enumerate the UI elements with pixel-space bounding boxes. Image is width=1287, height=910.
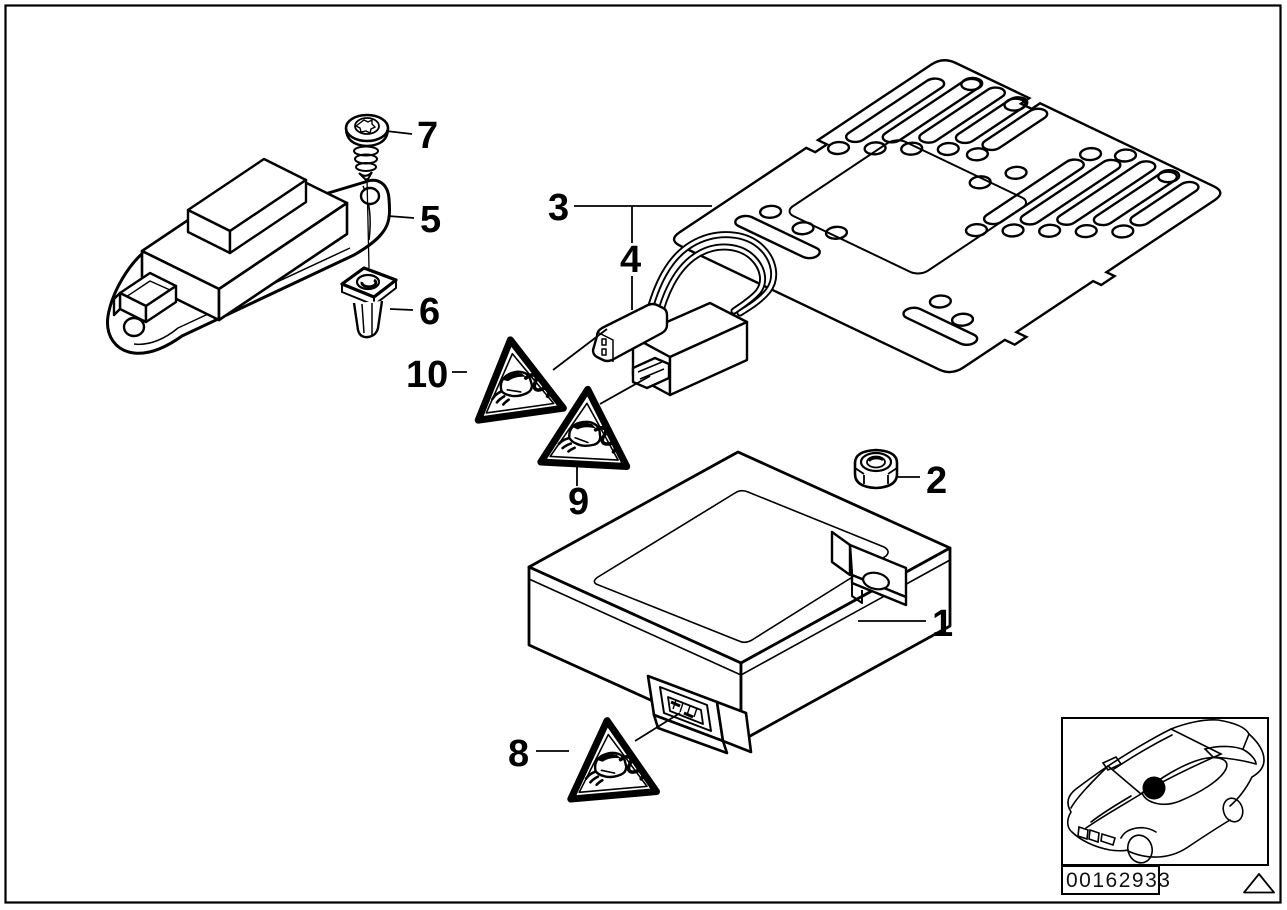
harness-cable-drawing	[644, 231, 778, 326]
locknut-drawing	[853, 448, 899, 490]
car-position-thumbnail: 00162933	[1061, 717, 1269, 895]
callout-5-label[interactable]: 5	[420, 199, 441, 241]
callout-6-label[interactable]: 6	[419, 291, 440, 333]
alignment-line	[366, 177, 370, 269]
image-number-label: 00162933	[1066, 869, 1171, 892]
callout-1-label[interactable]: 1	[932, 603, 953, 645]
callout-7-label[interactable]: 7	[417, 115, 438, 157]
callout-9-label[interactable]: 9	[568, 481, 589, 523]
callout-10-label[interactable]: 10	[406, 354, 448, 396]
screw-drawing	[344, 113, 390, 183]
clip-drawing	[340, 266, 398, 339]
image-number-box	[1061, 865, 1160, 895]
car-outline-icon	[1066, 719, 1265, 864]
triangle-marker-icon	[1243, 873, 1275, 894]
seat-sensor-mat-drawing	[668, 57, 1236, 380]
leader-lines	[385, 130, 926, 752]
callout-3-label[interactable]: 3	[548, 187, 569, 229]
part-location-dot	[1142, 776, 1166, 800]
harness-connector-drawing	[591, 301, 749, 397]
callout-4-label[interactable]: 4	[620, 239, 641, 281]
module-connector-drawing	[646, 674, 753, 755]
accelerating-sensor-drawing	[106, 157, 391, 355]
callout-2-label[interactable]: 2	[926, 460, 947, 502]
callout-8-label[interactable]: 8	[508, 733, 529, 775]
